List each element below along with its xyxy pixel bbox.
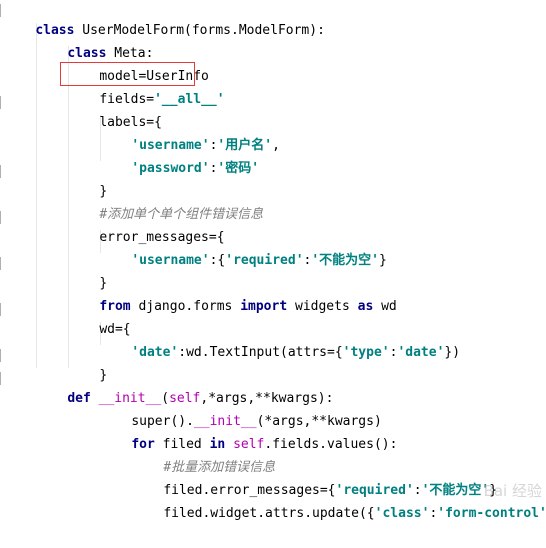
code-line-15[interactable]: 'date':wd.TextInput(attrs={'type':'date'…: [100, 318, 460, 360]
code-line-9[interactable]: #添加单个单个组件错误信息: [68, 180, 263, 222]
code-line-20[interactable]: #批量添加错误信息: [132, 433, 275, 475]
fold-marker[interactable]: [0, 257, 4, 270]
string-literal: 'required': [225, 253, 304, 268]
indent-guide: [36, 23, 37, 368]
code-line-4[interactable]: fields='__all__': [68, 65, 224, 107]
code-line-18[interactable]: super().__init__(*args,**kwargs): [100, 387, 381, 429]
string-literal: 'type': [342, 345, 390, 360]
highlight-box: [60, 62, 195, 86]
code-text: Meta:: [106, 46, 154, 61]
fold-marker[interactable]: [0, 349, 4, 362]
code-text: model=UserInfo: [99, 69, 209, 84]
string-literal: 'username': [131, 138, 210, 153]
string-literal: 'date': [131, 345, 179, 360]
code-line-12[interactable]: }: [68, 249, 107, 291]
keyword: in: [209, 437, 226, 452]
indent-guide: [100, 230, 101, 253]
code-text: :: [209, 138, 218, 153]
code-text: filed.error_messages={: [163, 483, 336, 498]
code-text: :{: [209, 253, 226, 268]
code-text: :: [209, 161, 218, 176]
code-text: }): [444, 345, 461, 360]
self-keyword: self: [169, 391, 201, 406]
code-line-5[interactable]: labels={: [68, 88, 162, 130]
fold-marker[interactable]: [0, 165, 4, 178]
code-line-19[interactable]: for filed in self.fields.values():: [100, 410, 397, 452]
magic-method: __init__: [90, 391, 162, 406]
code-text: (: [161, 391, 170, 406]
string-literal: 'password': [131, 161, 210, 176]
string-literal: '不能为空': [311, 253, 380, 268]
string-literal: '密码': [217, 161, 260, 176]
code-text: fields=: [99, 92, 155, 107]
code-text: error_messages={: [99, 230, 225, 245]
fold-marker[interactable]: [0, 4, 4, 17]
code-line-1[interactable]: class UserModelForm(forms.ModelForm):: [4, 0, 325, 38]
string-literal: 'form-control': [437, 506, 546, 521]
code-line-17[interactable]: def __init__(self,*args,**kwargs):: [36, 364, 333, 406]
fold-marker[interactable]: [0, 303, 4, 316]
string-literal: '不能为空': [421, 483, 490, 498]
code-text: }: [99, 368, 108, 383]
code-text: :wd.TextInput(attrs={: [178, 345, 343, 360]
code-text: :: [429, 506, 438, 521]
code-text: widgets: [287, 299, 358, 314]
code-text: :: [389, 345, 398, 360]
fold-marker[interactable]: [0, 372, 4, 385]
code-text: (*args,**kwargs): [256, 414, 382, 429]
keyword: def: [67, 391, 91, 406]
code-text: ,: [272, 138, 280, 153]
indent-guide: [100, 322, 101, 345]
string-literal: 'date': [397, 345, 445, 360]
keyword: for: [131, 437, 155, 452]
keyword: class: [35, 23, 75, 38]
code-text: }: [99, 184, 108, 199]
string-literal: '用户名': [217, 138, 273, 153]
indent-guide: [68, 46, 69, 368]
code-text: filed.widget.attrs.update({: [163, 506, 375, 521]
code-line-14[interactable]: wd={: [68, 295, 130, 337]
code-line-8[interactable]: }: [68, 157, 107, 199]
string-literal: 'username': [131, 253, 210, 268]
string-literal: 'required': [335, 483, 414, 498]
string-literal: 'class': [374, 506, 430, 521]
watermark: Bai 经验: [483, 482, 542, 500]
code-line-13[interactable]: from django.forms import widgets as wd: [68, 272, 396, 314]
code-line-21[interactable]: filed.error_messages={'required':'不能为空'}: [132, 456, 497, 498]
code-text: }: [379, 253, 387, 268]
code-text: super().: [131, 414, 194, 429]
code-line-2[interactable]: class Meta:: [36, 19, 153, 61]
code-line-10[interactable]: error_messages={: [68, 203, 224, 245]
code-line-6[interactable]: 'username':'用户名',: [100, 111, 280, 153]
code-text: }: [99, 276, 108, 291]
self-keyword: self: [233, 437, 265, 452]
comment: #批量添加错误信息: [163, 460, 276, 475]
fold-marker[interactable]: [0, 96, 4, 109]
keyword: class: [67, 46, 107, 61]
comment: #添加单个单个组件错误信息: [99, 207, 264, 222]
code-text: }: [489, 483, 498, 498]
code-editor[interactable]: class UserModelForm(forms.ModelForm): cl…: [0, 0, 546, 521]
code-text: labels={: [99, 115, 162, 130]
magic-method: __init__: [193, 414, 257, 429]
code-text: .fields.values():: [264, 437, 398, 452]
code-text: ,*args,**kwargs):: [200, 391, 334, 406]
string-literal: '__all__': [154, 92, 225, 107]
keyword: as: [357, 299, 374, 314]
code-text: :: [413, 483, 422, 498]
code-line-11[interactable]: 'username':{'required':'不能为空'}: [100, 226, 387, 268]
code-text: wd={: [99, 322, 131, 337]
code-text: :: [303, 253, 312, 268]
keyword: import: [240, 299, 288, 314]
code-line-7[interactable]: 'password':'密码': [100, 134, 259, 176]
code-text: UserModelForm(forms.ModelForm):: [74, 23, 325, 38]
code-text: django.forms: [130, 299, 241, 314]
indent-guide: [100, 115, 101, 161]
code-line-16[interactable]: }: [68, 341, 107, 383]
fold-marker[interactable]: [0, 211, 4, 224]
keyword: from: [99, 299, 131, 314]
code-text: wd: [373, 299, 397, 314]
code-text: filed: [154, 437, 210, 452]
code-line-3[interactable]: model=UserInfo: [68, 42, 209, 84]
